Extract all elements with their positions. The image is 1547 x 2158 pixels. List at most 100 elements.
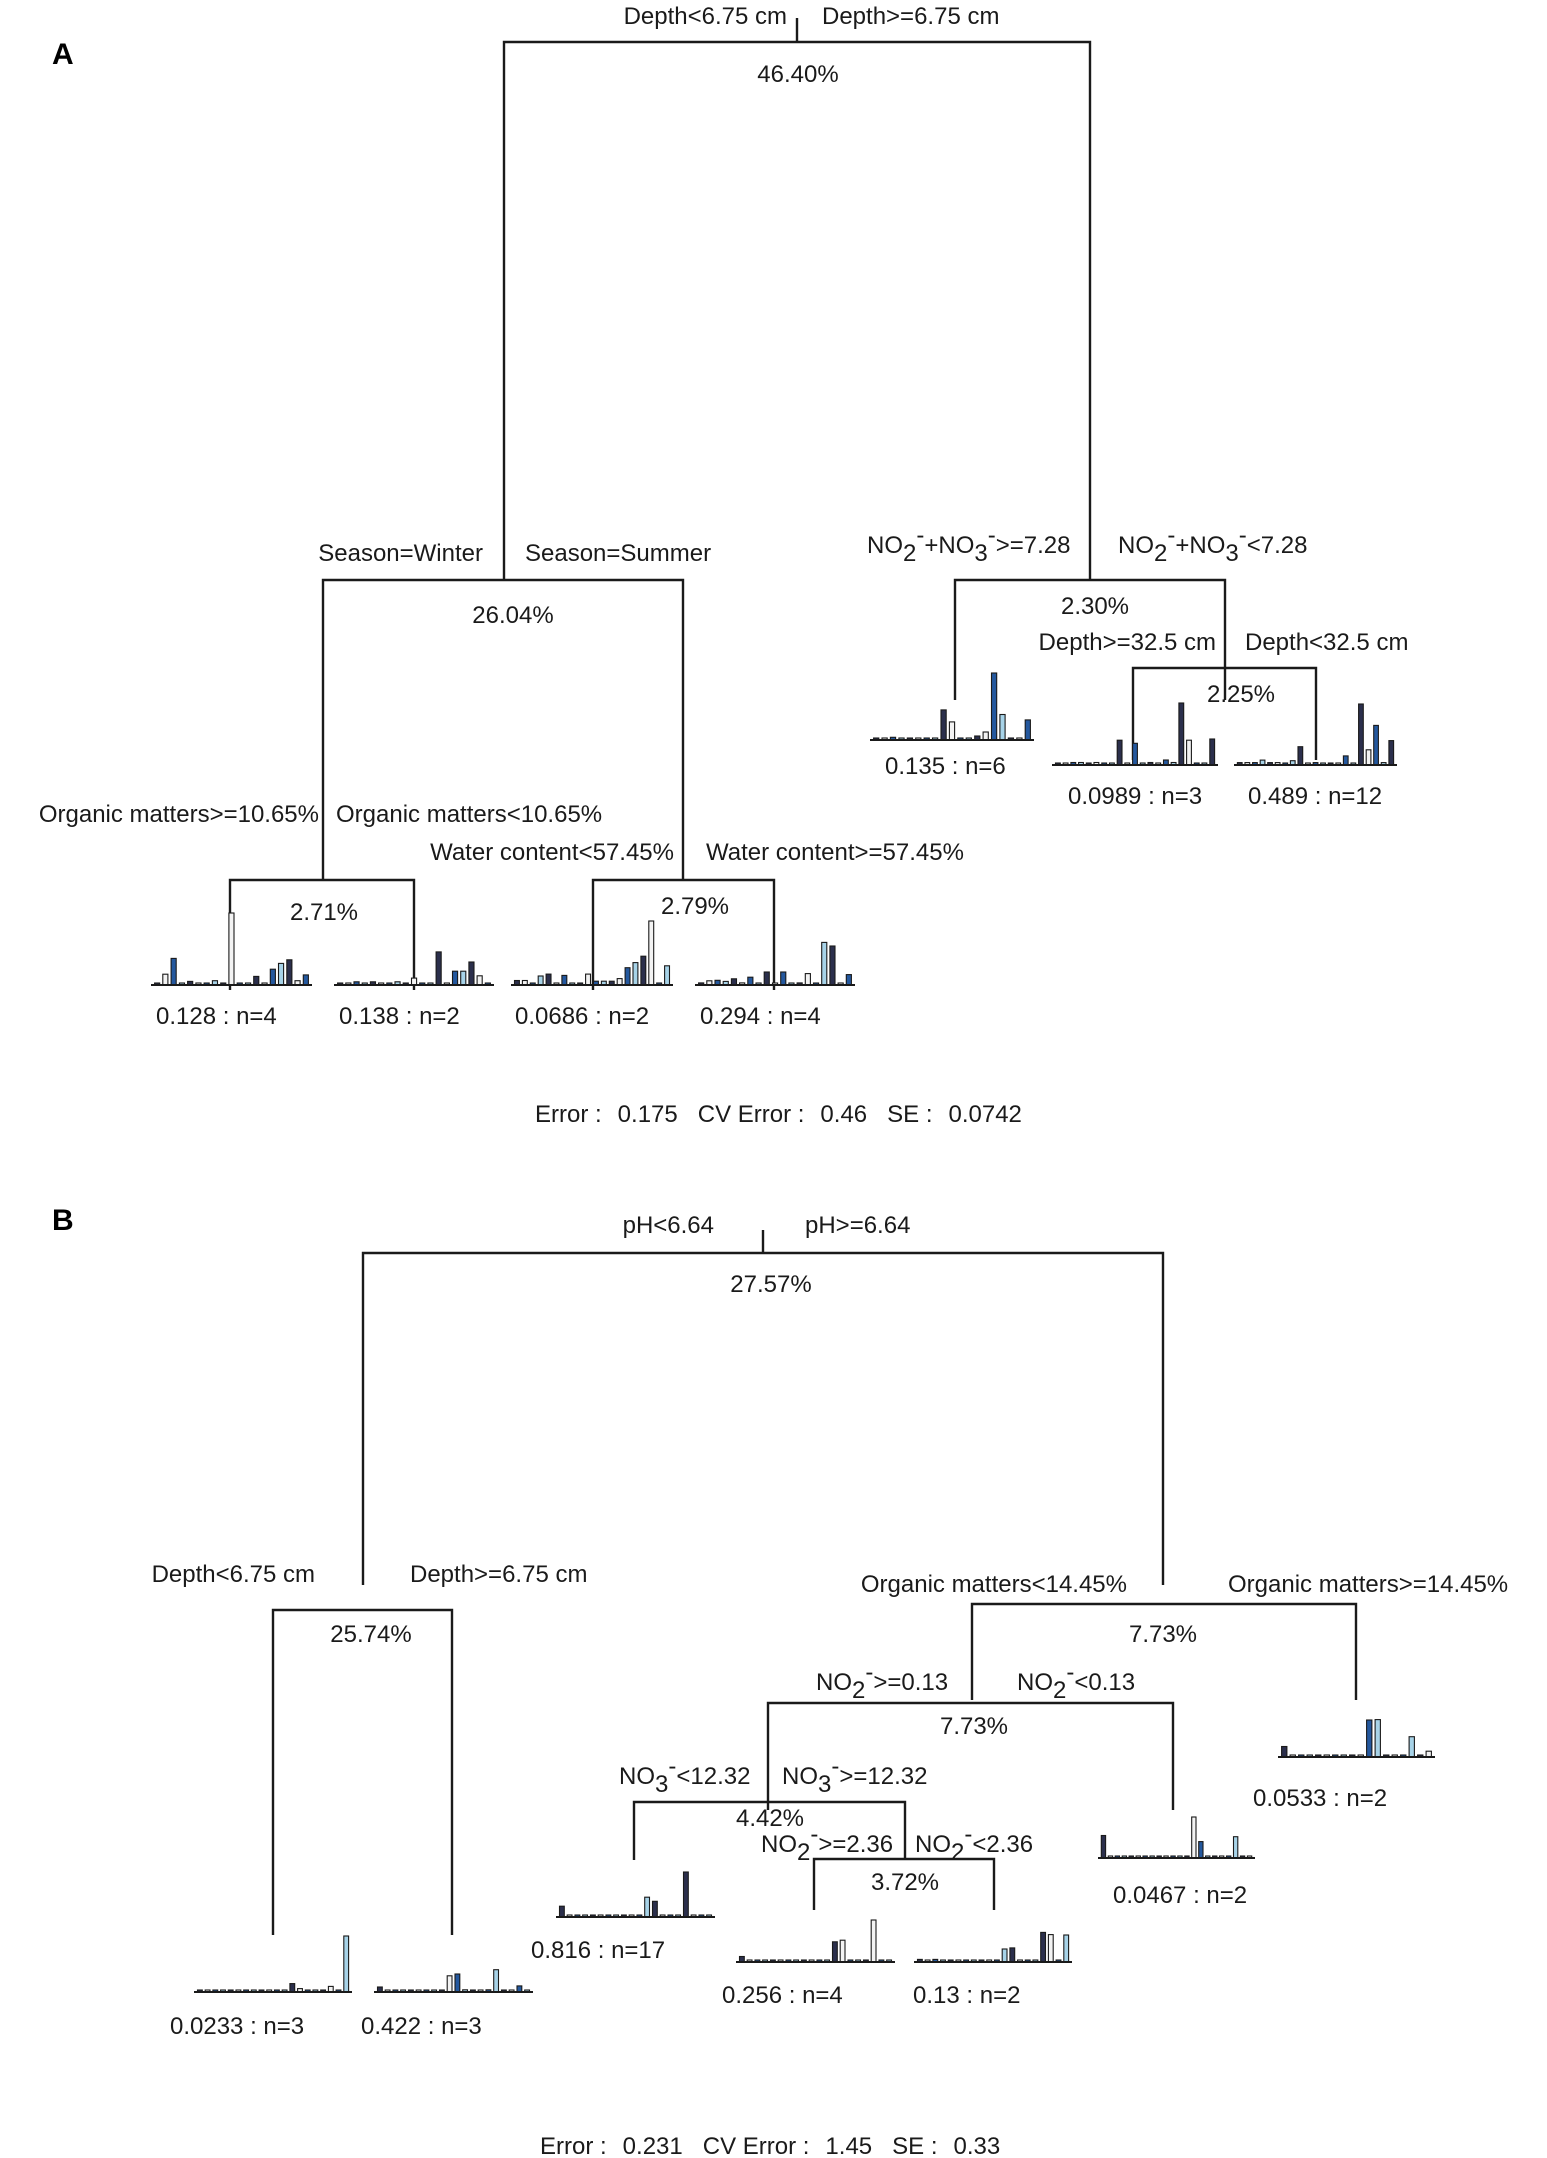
histogram-bar xyxy=(1186,739,1192,766)
histogram-bar xyxy=(228,912,235,986)
split-label-right: Depth<32.5 cm xyxy=(1245,629,1408,656)
node-percentage: 27.57% xyxy=(730,1271,811,1298)
histogram-bar xyxy=(343,1935,350,1993)
split-label-left: Depth<6.75 cm xyxy=(624,3,787,30)
leaf-histogram xyxy=(1098,1816,1255,1859)
histogram-bar xyxy=(682,1871,689,1918)
histogram-bar xyxy=(1024,719,1031,741)
split-label-right: Depth>=6.75 cm xyxy=(410,1561,587,1588)
split-label-right: pH>=6.64 xyxy=(805,1212,910,1239)
histogram-bar xyxy=(648,920,655,986)
node-percentage: 2.30% xyxy=(1061,593,1129,620)
nitrogen-split-a xyxy=(953,578,1227,700)
node-percentage: 7.73% xyxy=(1129,1621,1197,1648)
histogram-bar xyxy=(1297,746,1304,766)
histogram-bar xyxy=(269,968,276,986)
leaf-histogram xyxy=(736,1919,895,1963)
node-percentage: 7.73% xyxy=(940,1713,1008,1740)
split-label-right: Depth>=6.75 cm xyxy=(822,3,999,30)
histogram-bar xyxy=(999,713,1006,741)
histogram-bar xyxy=(1063,1934,1070,1963)
histogram-bar xyxy=(558,1905,565,1918)
root-split-b xyxy=(361,1251,1165,1585)
node-percentage: 2.79% xyxy=(661,893,729,920)
split-label-right: Season=Summer xyxy=(525,540,711,567)
histogram-bar xyxy=(1358,703,1364,766)
leaf-label: 0.422 : n=3 xyxy=(361,2013,482,2040)
histogram-bar xyxy=(460,970,467,986)
histogram-bar xyxy=(253,975,260,986)
split-label-left: NO2-+NO3->=7.28 xyxy=(867,522,1070,567)
histogram-bar xyxy=(561,974,568,986)
leaf-histogram xyxy=(1234,703,1397,766)
split-label-right: Water content>=57.45% xyxy=(706,839,964,866)
season-split xyxy=(321,578,685,880)
leaf-label: 0.128 : n=4 xyxy=(156,1003,277,1030)
node-percentage: 2.71% xyxy=(290,899,358,926)
histogram-bar xyxy=(289,1983,296,1993)
leaf-histogram xyxy=(1052,702,1218,766)
histogram-bar xyxy=(940,709,947,741)
histogram-bar xyxy=(763,971,770,986)
histogram-bar xyxy=(468,961,475,986)
histogram-bar xyxy=(493,1969,500,1993)
histogram-bar xyxy=(948,721,956,741)
histogram-bar xyxy=(446,1975,453,1993)
split-label-right: NO2-+NO3-<7.28 xyxy=(1118,522,1307,567)
histogram-bar xyxy=(1281,1745,1288,1758)
panel-label-a: A xyxy=(52,38,74,71)
panel-b: B pH<6.64 pH>=6.64 27.57% Depth<6.75 cm … xyxy=(52,1204,1508,2158)
split-label-right: Organic matters>=14.45% xyxy=(1228,1571,1508,1598)
leaf-label: 0.489 : n=12 xyxy=(1248,783,1382,810)
leaf-label: 0.138 : n=2 xyxy=(339,1003,460,1030)
leaf-label: 0.0233 : n=3 xyxy=(170,2013,304,2040)
histogram-bar xyxy=(640,955,647,986)
leaf-histogram xyxy=(374,1969,533,1993)
histogram-bar xyxy=(831,1941,838,1963)
histogram-bar xyxy=(1366,1719,1373,1758)
histogram-bar xyxy=(1374,1719,1381,1758)
histogram-bar xyxy=(1191,1816,1197,1859)
histogram-bar xyxy=(1232,1836,1239,1859)
split-label-right: NO3->=12.32 xyxy=(782,1753,927,1798)
histogram-bar xyxy=(302,974,309,986)
root-split-a xyxy=(502,40,1092,580)
split-label-left: NO2->=2.36 xyxy=(761,1821,893,1866)
leaf-label: 0.13 : n=2 xyxy=(913,1982,1020,2009)
split-label-left: Water content<57.45% xyxy=(430,839,674,866)
nitrite-split-b xyxy=(766,1701,1175,1810)
panel-label-b: B xyxy=(52,1204,74,1237)
histogram-bar xyxy=(277,962,285,986)
histogram-bar xyxy=(870,1919,877,1963)
node-percentage: 46.40% xyxy=(757,61,838,88)
histogram-bar xyxy=(537,975,544,986)
histogram-bar xyxy=(286,959,293,986)
split-label-left: NO2->=0.13 xyxy=(816,1659,948,1704)
leaf-label: 0.256 : n=4 xyxy=(722,1982,843,2009)
leaf-label: 0.0467 : n=2 xyxy=(1113,1882,1247,1909)
histogram-bar xyxy=(170,957,177,986)
histogram-bar xyxy=(1373,724,1379,766)
histogram-bar xyxy=(1116,739,1123,766)
leaf-label: 0.0686 : n=2 xyxy=(515,1003,649,1030)
leaf-label: 0.816 : n=17 xyxy=(531,1937,665,1964)
histogram-bar xyxy=(435,951,442,986)
tree-edges-b xyxy=(271,1230,1358,1935)
split-label-left: Depth>=32.5 cm xyxy=(1039,629,1216,656)
histogram-bar xyxy=(162,973,169,986)
histogram-bar xyxy=(839,1939,846,1963)
water-split xyxy=(591,878,776,990)
histogram-bar xyxy=(664,965,671,986)
histogram-bar xyxy=(804,973,811,986)
split-label-right: NO2-<0.13 xyxy=(1017,1659,1135,1704)
leaf-histogram xyxy=(1278,1719,1435,1758)
histogram-bar xyxy=(1408,1736,1415,1758)
nitrate-split xyxy=(632,1800,907,1860)
histogram-bar xyxy=(651,1900,658,1918)
leaf-histogram xyxy=(194,1935,352,1993)
histogram-bar xyxy=(1198,1841,1204,1859)
histogram-bar xyxy=(780,971,787,986)
node-percentage: 25.74% xyxy=(330,1621,411,1648)
